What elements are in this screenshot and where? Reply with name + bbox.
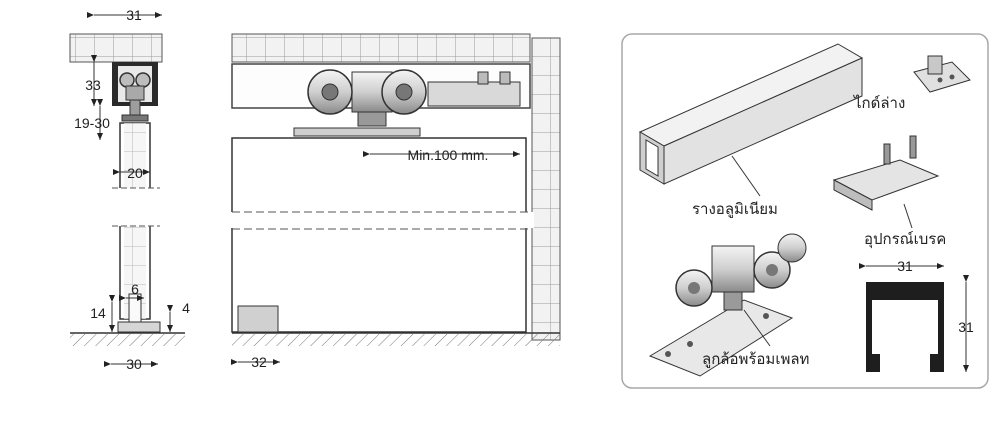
door-front [231,137,527,333]
lower-guide-part [913,55,971,93]
break-gap [117,188,155,226]
label-aluminium-track: รางอลูมิเนียม [692,200,778,218]
dim-guide-width: 6 [131,281,139,297]
ceiling-band [231,33,531,63]
ceiling-block [69,33,163,63]
roller-with-plate-part [648,233,807,377]
dim-gap: 19-30 [74,115,110,131]
track-cross-section [866,282,944,372]
aluminium-track [638,43,864,185]
dim-guide-base: 30 [126,356,142,372]
dim-min-distance: Min.100 mm. [408,147,489,163]
brake-part [832,135,940,211]
dim-guide-block: 32 [251,354,267,370]
parts-panel: ไกด์ล่าง รางอลูมิเนียม อุปกรณ์เบรค [621,33,989,389]
label-lower-guide: ไกด์ล่าง [853,94,905,112]
dim-track-height: 33 [85,77,101,93]
dim-profile-width: 31 [897,258,913,274]
dim-guide-height: 14 [90,305,106,321]
front-view: Min.100 mm. 32 [228,33,561,370]
label-brake: อุปกรณ์เบรค [864,230,946,249]
dim-door-thickness: 20 [127,165,143,181]
dim-floor-gap: 4 [182,300,190,316]
floor-guide-block [237,305,279,333]
mount-plate [293,127,421,137]
side-section-view: 31 33 19-30 20 6 14 4 30 [69,7,190,372]
wall [531,37,561,341]
label-roller-plate: ลูกล้อพร้อมเพลท [702,350,809,368]
dim-profile-height: 31 [958,319,974,335]
dim-top-width: 31 [126,7,142,23]
